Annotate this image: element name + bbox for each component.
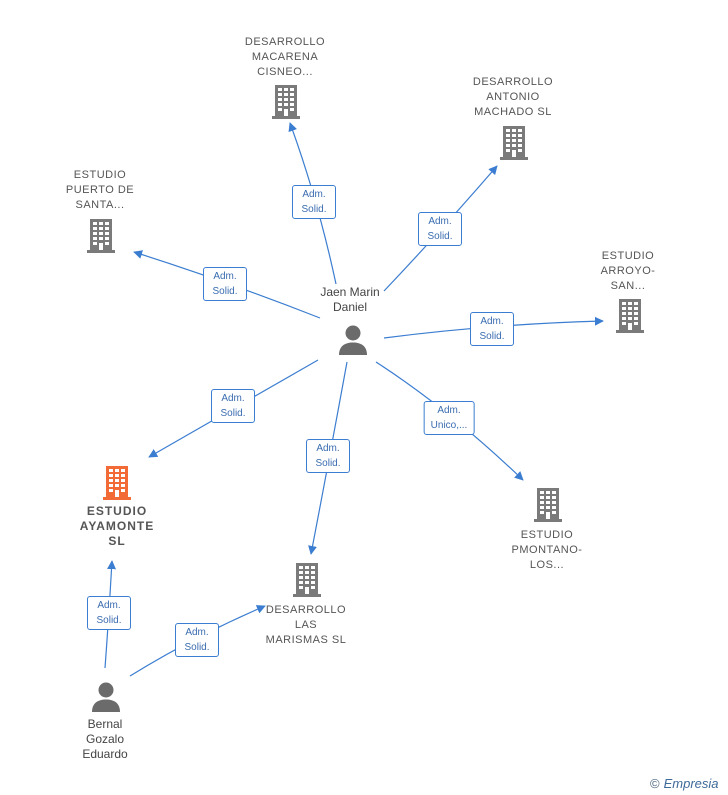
edge-label-line: Adm. <box>428 216 452 227</box>
edge-label-line: Adm. <box>213 271 237 282</box>
node-label[interactable]: DESARROLLO LAS MARISMAS SL <box>246 603 366 648</box>
building-icon[interactable] <box>534 488 562 522</box>
edge-label-line: Solid. <box>220 408 246 419</box>
edge-label-line: Adm. <box>437 405 461 416</box>
node-label[interactable]: ESTUDIO ARROYO- SAN... <box>568 249 688 294</box>
edge-label-line: Adm. <box>185 627 209 638</box>
person-icon[interactable] <box>338 325 368 355</box>
node-label-line: PMONTANO- <box>511 544 583 556</box>
edge-label: Adm. Solid. <box>87 596 131 630</box>
edge-label-line: Solid. <box>479 331 505 342</box>
node-label[interactable]: ESTUDIO PMONTANO- LOS... <box>487 528 607 573</box>
node-label-line: AYAMONTE <box>79 519 155 533</box>
node-label-line: ESTUDIO <box>601 250 655 262</box>
node-label-line: DESARROLLO <box>265 604 347 616</box>
building-icon[interactable] <box>272 85 300 119</box>
copyright-footer: ©Empresia <box>650 775 719 793</box>
edge-label-line: Solid. <box>184 642 210 653</box>
node-label-line: LOS... <box>529 559 565 571</box>
edge-label: Adm. Solid. <box>470 312 514 346</box>
node-label-line: Eduardo <box>82 747 128 761</box>
node-label-line: DESARROLLO <box>244 36 326 48</box>
node-label[interactable]: DESARROLLO ANTONIO MACHADO SL <box>453 75 573 120</box>
node-label[interactable]: Jaen Marin Daniel <box>290 285 410 315</box>
copyright-icon: © <box>650 776 660 791</box>
edge-label-line: Solid. <box>301 204 327 215</box>
node-label-line: ANTONIO <box>486 91 540 103</box>
building-icon[interactable] <box>500 126 528 160</box>
empresia-logo[interactable]: Empresia <box>663 776 719 791</box>
node-label-line: DESARROLLO <box>472 76 554 88</box>
edge-label-line: Solid. <box>427 231 453 242</box>
edge-label-line: Solid. <box>212 286 238 297</box>
building-icon[interactable] <box>293 563 321 597</box>
node-label-line: ESTUDIO <box>73 169 127 181</box>
building-icon[interactable] <box>87 219 115 253</box>
edge-label: Adm. Unico,... <box>423 401 475 435</box>
edge-label-line: Adm. <box>480 316 504 327</box>
edge-label-line: Adm. <box>302 189 326 200</box>
edge-label: Adm. Solid. <box>203 267 247 301</box>
node-label-line: ESTUDIO <box>86 504 148 518</box>
node-label[interactable]: ESTUDIO PUERTO DE SANTA... <box>40 168 160 213</box>
node-label-line: MACARENA <box>251 51 319 63</box>
edge-label: Adm. Solid. <box>175 623 219 657</box>
node-label-line: SANTA... <box>75 199 125 211</box>
node-label-line: SAN... <box>610 280 646 292</box>
edge-label-line: Adm. <box>97 600 121 611</box>
edge-label: Adm. Solid. <box>418 212 462 246</box>
edge-label-line: Solid. <box>315 458 341 469</box>
edge-label: Adm. Solid. <box>211 389 255 423</box>
edge-label-line: Unico,... <box>430 420 468 431</box>
building-icon[interactable] <box>616 299 644 333</box>
node-label[interactable]: ESTUDIO AYAMONTE SL <box>57 504 177 549</box>
node-label-line: ESTUDIO <box>520 529 574 541</box>
node-label-line: CISNEO... <box>257 66 313 78</box>
node-label[interactable]: Bernal Gozalo Eduardo <box>45 717 165 762</box>
node-label-line: PUERTO DE <box>65 184 135 196</box>
edge-label: Adm. Solid. <box>292 185 336 219</box>
node-label-line: MACHADO SL <box>474 106 552 118</box>
node-label-line: LAS <box>294 619 318 631</box>
edge-label: Adm. Solid. <box>306 439 350 473</box>
edge-label-line: Adm. <box>221 393 245 404</box>
node-label-line: Gozalo <box>85 732 125 746</box>
node-label-line: MARISMAS SL <box>265 634 347 646</box>
node-label-line: Daniel <box>332 300 368 314</box>
node-label-line: ARROYO- <box>600 265 656 277</box>
edge-label-line: Solid. <box>96 615 122 626</box>
building-icon[interactable] <box>103 466 131 500</box>
node-label-line: Bernal <box>87 717 123 731</box>
node-label-line: Jaen Marin <box>320 285 380 299</box>
node-label-line: SL <box>108 534 126 548</box>
person-icon[interactable] <box>91 682 121 712</box>
edge-label-line: Adm. <box>316 443 340 454</box>
node-label[interactable]: DESARROLLO MACARENA CISNEO... <box>225 35 345 80</box>
